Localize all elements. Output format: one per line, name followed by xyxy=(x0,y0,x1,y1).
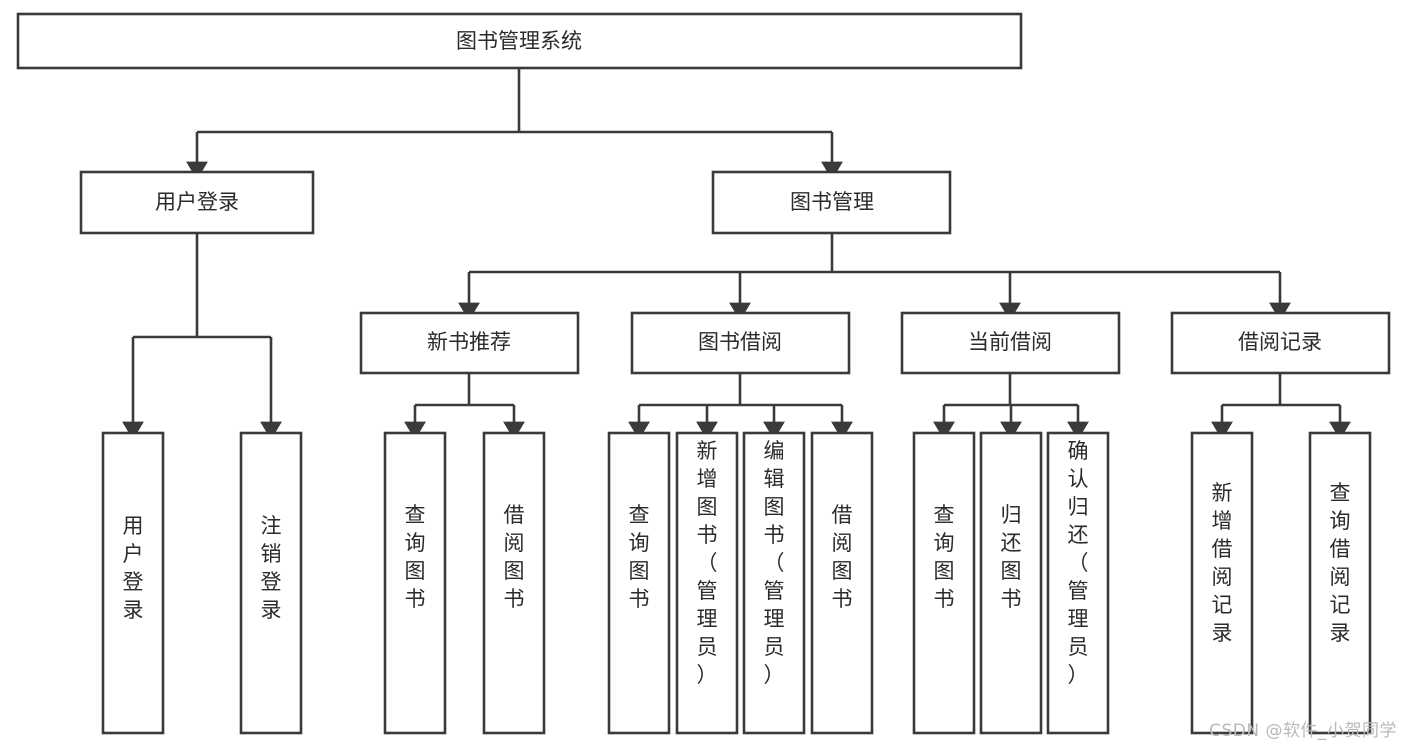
node-leaf-return-book[interactable]: 归还图书 xyxy=(979,431,1043,735)
node-current-borrow[interactable]: 当前借阅 xyxy=(900,311,1121,375)
node-leaf-add-book-admin-label: 新增图书（管理员） xyxy=(697,439,718,687)
node-leaf-query-book-1[interactable]: 查询图书 xyxy=(383,431,447,735)
node-borrow-record-label: 借阅记录 xyxy=(1238,330,1322,354)
node-borrow-record[interactable]: 借阅记录 xyxy=(1170,311,1391,375)
node-leaf-user-login[interactable]: 用户登录 xyxy=(101,431,165,735)
node-leaf-query-book-1-label: 查询图书 xyxy=(405,503,426,611)
node-leaf-query-borrow-record-label: 查询借阅记录 xyxy=(1330,481,1351,645)
node-leaf-query-borrow-record[interactable]: 查询借阅记录 xyxy=(1308,431,1372,735)
node-leaf-logout[interactable]: 注销登录 xyxy=(239,431,303,735)
node-new-book-recommend-label: 新书推荐 xyxy=(427,330,511,354)
connector-login-to-leaves xyxy=(122,233,282,440)
node-leaf-borrow-book-2[interactable]: 借阅图书 xyxy=(810,431,874,735)
node-leaf-confirm-return-admin[interactable]: 确认归还（管理员） xyxy=(1046,431,1110,735)
node-book-management[interactable]: 图书管理 xyxy=(711,170,952,235)
node-user-login[interactable]: 用户登录 xyxy=(79,170,315,235)
node-leaf-edit-book-admin[interactable]: 编辑图书（管理员） xyxy=(742,431,806,735)
connector-newbook-to-leaves xyxy=(404,373,525,440)
node-leaf-query-book-3-label: 查询图书 xyxy=(934,503,955,611)
node-book-management-label: 图书管理 xyxy=(790,190,874,214)
node-root-label: 图书管理系统 xyxy=(456,29,582,53)
node-leaf-borrow-book-2-label: 借阅图书 xyxy=(832,503,853,611)
connector-borrow-to-leaves xyxy=(628,373,853,440)
node-leaf-add-book-admin[interactable]: 新增图书（管理员） xyxy=(675,431,739,735)
node-current-borrow-label: 当前借阅 xyxy=(968,330,1052,354)
connector-root-to-level2 xyxy=(186,68,843,180)
node-leaf-add-borrow-record-label: 新增借阅记录 xyxy=(1212,481,1233,645)
node-leaf-add-borrow-record[interactable]: 新增借阅记录 xyxy=(1190,431,1254,735)
node-leaf-user-login-label: 用户登录 xyxy=(123,514,144,622)
connector-bookmgmt-to-level3 xyxy=(458,233,1291,321)
node-leaf-return-book-label: 归还图书 xyxy=(1001,503,1022,611)
node-book-borrow[interactable]: 图书借阅 xyxy=(630,311,851,375)
node-leaf-borrow-book-1[interactable]: 借阅图书 xyxy=(482,431,546,735)
node-user-login-label: 用户登录 xyxy=(155,190,239,214)
connector-record-to-leaves xyxy=(1211,373,1351,440)
csdn-watermark: CSDN @软件_小贺同学 xyxy=(1209,721,1397,741)
node-leaf-borrow-book-1-label: 借阅图书 xyxy=(504,503,525,611)
node-leaf-logout-label: 注销登录 xyxy=(261,514,282,622)
node-leaf-edit-book-admin-label: 编辑图书（管理员） xyxy=(764,439,785,687)
node-leaf-query-book-2[interactable]: 查询图书 xyxy=(607,431,671,735)
connector-current-to-leaves xyxy=(933,373,1089,440)
node-leaf-query-book-2-label: 查询图书 xyxy=(629,503,650,611)
node-new-book-recommend[interactable]: 新书推荐 xyxy=(359,311,580,375)
node-root[interactable]: 图书管理系统 xyxy=(16,12,1023,70)
node-book-borrow-label: 图书借阅 xyxy=(698,330,782,354)
node-leaf-confirm-return-admin-label: 确认归还（管理员） xyxy=(1068,439,1089,687)
node-leaf-query-book-3[interactable]: 查询图书 xyxy=(912,431,976,735)
